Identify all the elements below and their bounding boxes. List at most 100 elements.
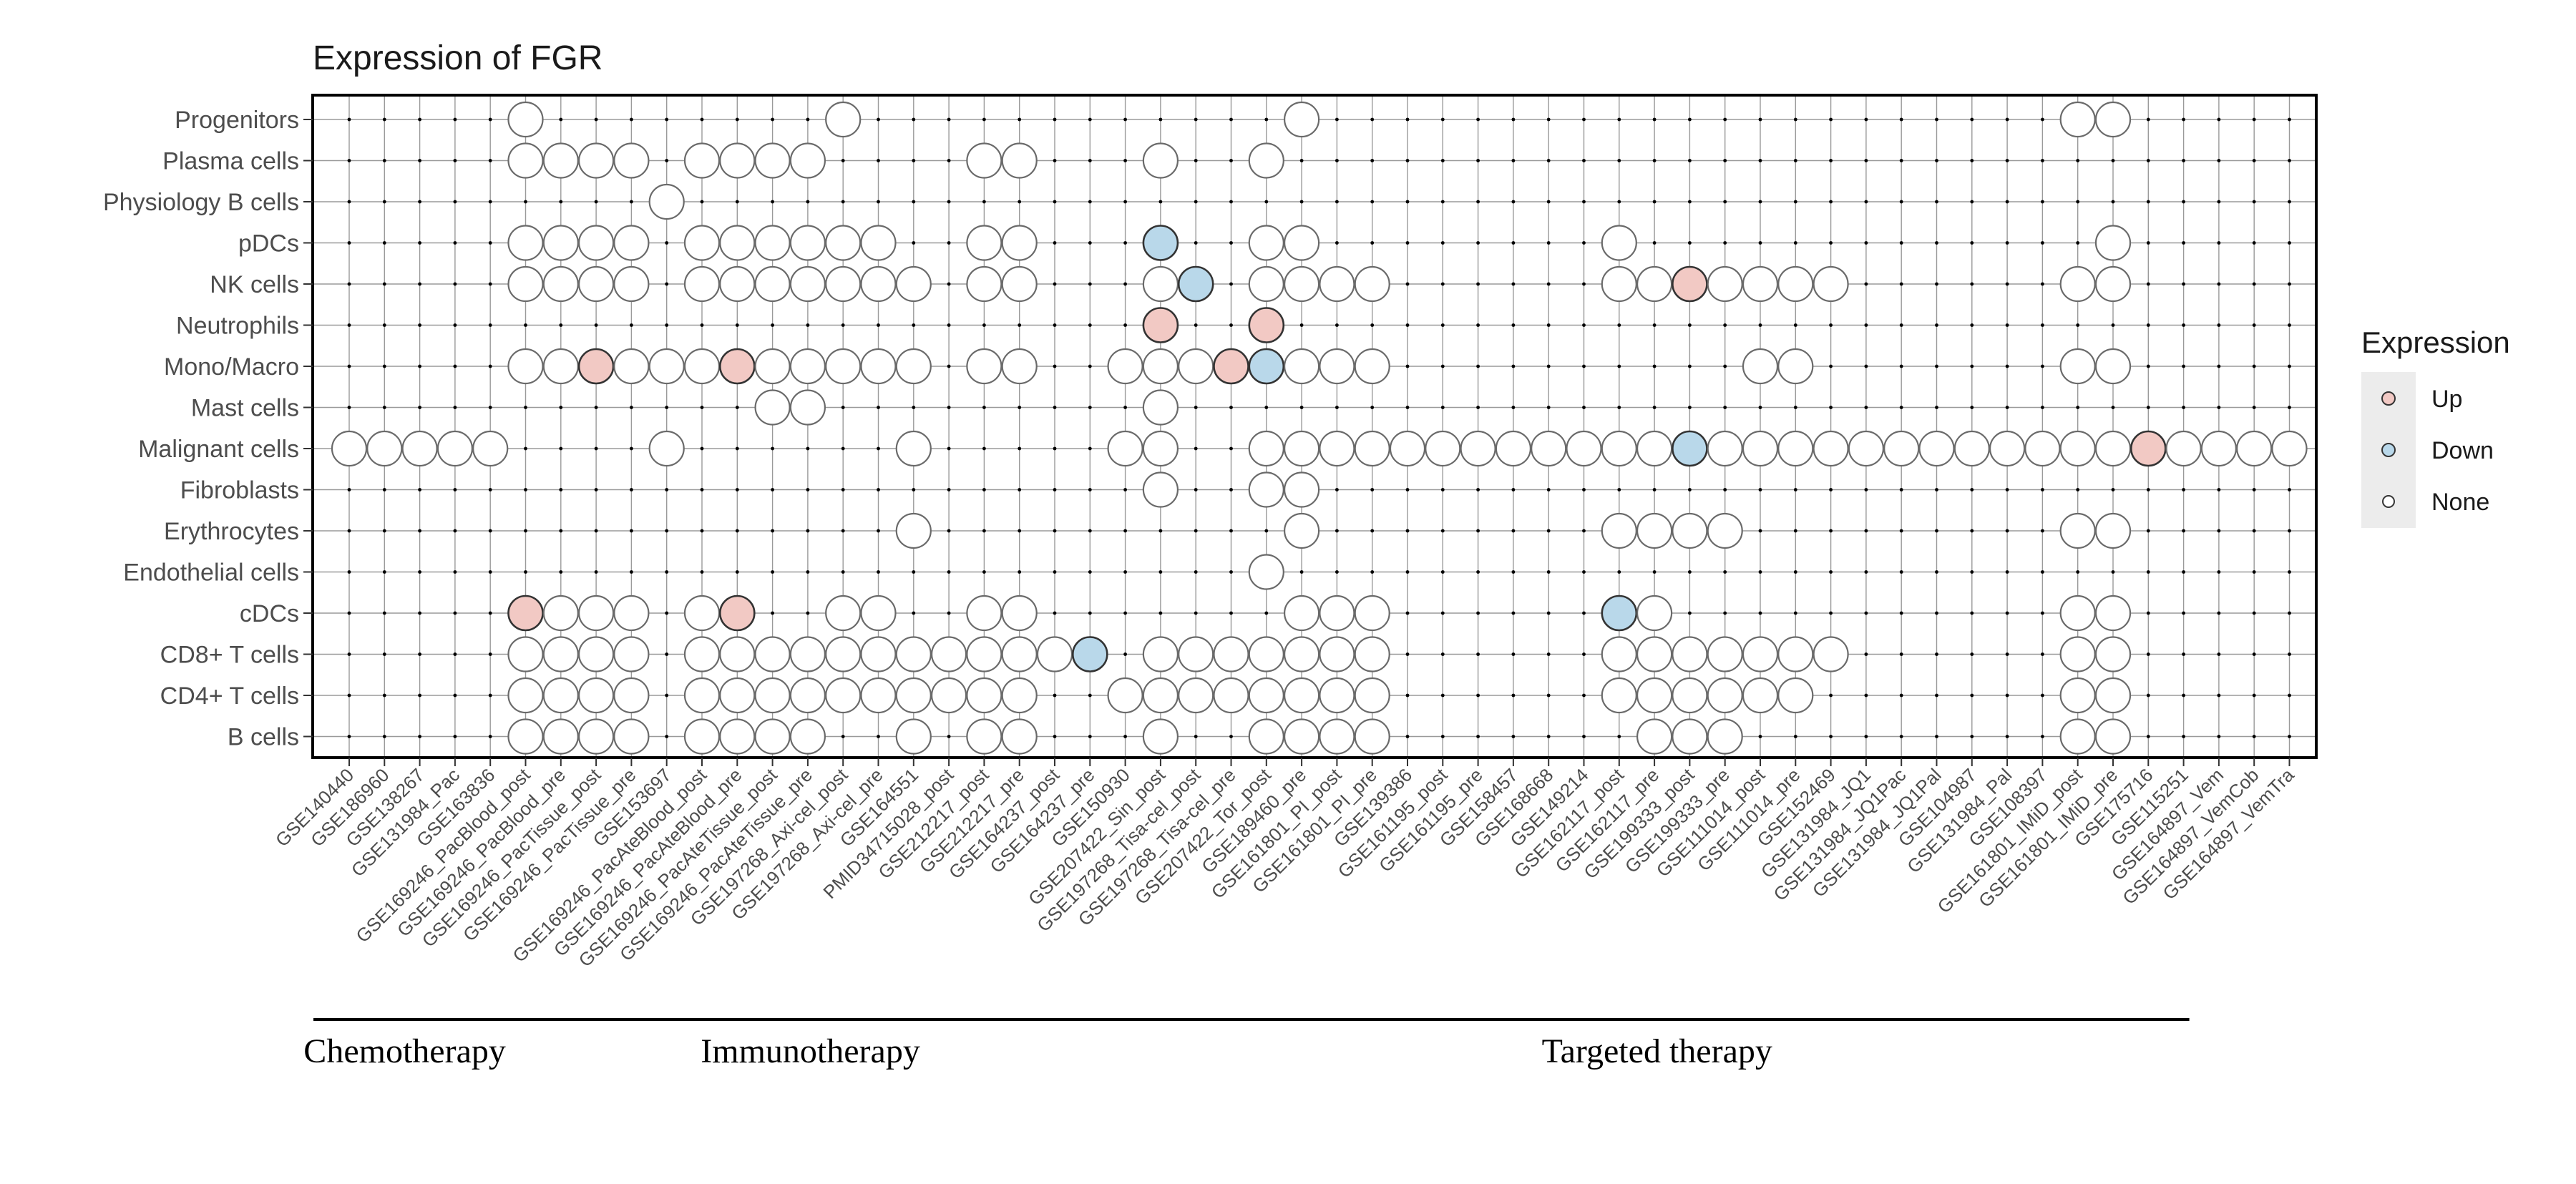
data-point-none bbox=[542, 225, 579, 261]
grid-node bbox=[1546, 323, 1551, 327]
grid-node bbox=[453, 570, 457, 574]
grid-node bbox=[1864, 488, 1868, 491]
grid-node bbox=[524, 529, 527, 533]
grid-node bbox=[1970, 282, 1974, 286]
data-point-none bbox=[1283, 595, 1320, 632]
data-point-none bbox=[930, 636, 967, 672]
grid-node bbox=[1935, 241, 1938, 245]
data-point-none bbox=[1389, 430, 1426, 467]
grid-node bbox=[947, 611, 951, 615]
data-point-none bbox=[1283, 636, 1320, 672]
grid-node bbox=[347, 159, 351, 162]
grid-node bbox=[1053, 488, 1057, 491]
data-point-none bbox=[1707, 636, 1743, 672]
grid-node bbox=[630, 446, 633, 451]
grid-node bbox=[982, 117, 986, 122]
grid-node bbox=[1123, 735, 1127, 738]
data-point-none bbox=[895, 348, 932, 385]
grid-node bbox=[1899, 406, 1903, 409]
grid-node bbox=[2182, 570, 2186, 574]
data-point-none bbox=[1354, 430, 1390, 467]
grid-node bbox=[1829, 488, 1833, 491]
grid-node bbox=[1723, 611, 1727, 615]
grid-node bbox=[1229, 117, 1233, 122]
grid-node bbox=[418, 529, 421, 533]
data-point-none bbox=[1989, 430, 2026, 467]
grid-node bbox=[1546, 364, 1551, 368]
grid-node bbox=[1546, 406, 1551, 409]
grid-node bbox=[947, 241, 951, 245]
data-point-none bbox=[825, 595, 862, 632]
grid-node bbox=[1829, 529, 1833, 533]
data-point-none bbox=[1001, 225, 1038, 261]
grid-node bbox=[2146, 159, 2150, 162]
grid-node bbox=[1194, 446, 1198, 451]
grid-node bbox=[382, 611, 386, 615]
grid-node bbox=[1440, 200, 1445, 204]
data-point-none bbox=[789, 636, 826, 672]
grid-node bbox=[1829, 323, 1833, 327]
data-point-none bbox=[613, 265, 650, 303]
data-point-none bbox=[542, 677, 579, 714]
grid-node bbox=[1405, 159, 1410, 162]
data-point-up bbox=[719, 595, 756, 632]
grid-node bbox=[841, 159, 845, 162]
grid-node bbox=[2288, 159, 2291, 162]
y-tick-label: Progenitors bbox=[175, 107, 299, 134]
grid-node bbox=[1723, 200, 1727, 204]
data-point-none bbox=[754, 142, 791, 179]
data-point-none bbox=[860, 636, 897, 672]
grid-node bbox=[2076, 241, 2080, 245]
grid-node bbox=[1370, 117, 1375, 122]
data-point-none bbox=[1142, 142, 1179, 179]
grid-node bbox=[1582, 735, 1586, 738]
grid-node bbox=[1370, 159, 1375, 162]
data-point-none bbox=[860, 677, 897, 714]
grid-node bbox=[771, 446, 774, 451]
grid-node bbox=[2217, 652, 2221, 656]
data-point-none bbox=[1001, 348, 1038, 385]
grid-node bbox=[488, 159, 492, 162]
data-point-none bbox=[1636, 636, 1673, 672]
grid-node bbox=[1511, 282, 1516, 286]
grid-node bbox=[1970, 406, 1974, 409]
grid-node bbox=[1158, 529, 1163, 533]
grid-node bbox=[1018, 570, 1022, 574]
grid-node bbox=[488, 570, 492, 574]
grid-node bbox=[1864, 529, 1868, 533]
grid-node bbox=[1053, 570, 1057, 574]
grid-node bbox=[2076, 570, 2080, 574]
grid-node bbox=[559, 406, 563, 409]
grid-node bbox=[665, 611, 669, 615]
data-point-none bbox=[1354, 265, 1390, 303]
data-point-none bbox=[1425, 430, 1461, 467]
data-point-none bbox=[966, 677, 1002, 714]
y-tick-label: Neutrophils bbox=[176, 313, 299, 340]
grid-node bbox=[1440, 570, 1445, 574]
grid-node bbox=[1476, 323, 1480, 327]
grid-node bbox=[947, 529, 951, 533]
data-point-none bbox=[507, 225, 544, 261]
grid-node bbox=[1476, 570, 1480, 574]
grid-node bbox=[1723, 570, 1727, 574]
grid-node bbox=[1264, 200, 1269, 204]
grid-node bbox=[1899, 735, 1903, 738]
grid-node bbox=[382, 282, 386, 286]
data-point-none bbox=[1777, 265, 1814, 303]
y-tick-label: Fibroblasts bbox=[180, 477, 299, 504]
grid-node bbox=[1793, 200, 1797, 204]
grid-node bbox=[1688, 364, 1692, 368]
grid-node bbox=[1970, 735, 1974, 738]
grid-node bbox=[1018, 446, 1022, 451]
data-point-none bbox=[2200, 430, 2237, 467]
grid-node bbox=[1617, 200, 1621, 204]
legend-key-up bbox=[2381, 391, 2396, 406]
data-point-none bbox=[754, 348, 791, 385]
grid-node bbox=[700, 200, 704, 204]
data-point-none bbox=[825, 348, 862, 385]
grid-node bbox=[2182, 735, 2186, 738]
grid-node bbox=[1582, 159, 1586, 162]
grid-node bbox=[1899, 488, 1903, 491]
grid-node bbox=[630, 488, 633, 491]
